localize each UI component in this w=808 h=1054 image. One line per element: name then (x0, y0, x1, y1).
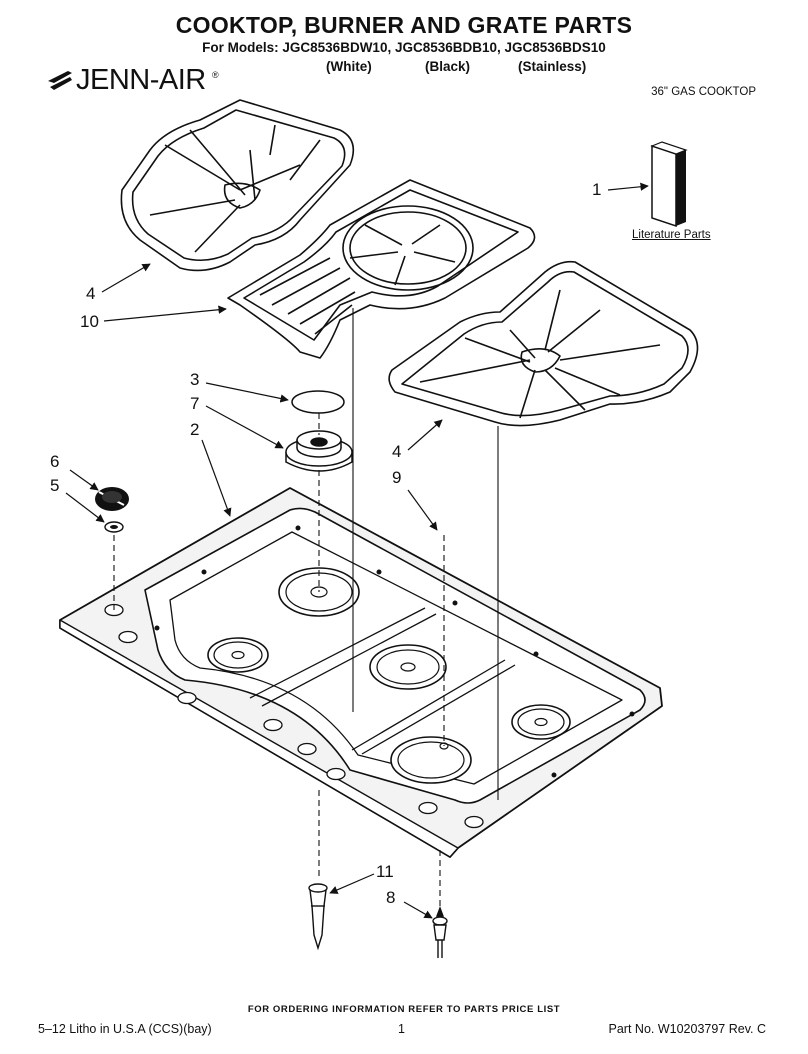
litho-info: 5–12 Litho in U.S.A (CCS)(bay) (38, 1022, 212, 1036)
brand-name: JENN-AIR (76, 64, 206, 96)
variant-white: (White) (326, 59, 372, 74)
page-title: COOKTOP, BURNER AND GRATE PARTS (175, 12, 633, 38)
callout-4-right-grate: 4 (392, 442, 402, 461)
orifice-spud (308, 883, 328, 951)
callout-6: 6 (50, 452, 60, 471)
page-number: 1 (398, 1022, 405, 1036)
callout-8: 8 (386, 888, 396, 907)
callout-5: 5 (50, 476, 60, 495)
spark-igniter (432, 906, 448, 958)
callout-1: 1 (592, 180, 602, 199)
control-knob (95, 487, 129, 511)
callout-3: 3 (190, 370, 200, 389)
callout-10: 10 (80, 312, 99, 331)
callout-4-left-grate: 4 (86, 284, 96, 303)
brand-swoosh-icon (48, 71, 72, 90)
callout-7: 7 (190, 394, 200, 413)
center-grate (227, 179, 536, 359)
cooktop-type: 36" GAS COOKTOP (651, 86, 756, 98)
left-grate (120, 99, 355, 272)
callout-9: 9 (392, 468, 402, 487)
part-number: Part No. W10203797 Rev. C (608, 1022, 766, 1036)
registered-mark: ® (212, 70, 219, 80)
literature-parts-label: Literature Parts (632, 229, 711, 241)
burner-cap (291, 390, 345, 414)
callout-arrows (65, 182, 649, 919)
variant-black: (Black) (425, 59, 471, 74)
variant-stainless: (Stainless) (518, 59, 587, 74)
ordering-info: FOR ORDERING INFORMATION REFER TO PARTS … (247, 1004, 561, 1015)
literature-parts-booklet (650, 141, 688, 228)
burner-base (285, 430, 353, 472)
knob-bezel (104, 521, 124, 533)
callout-2: 2 (190, 420, 200, 439)
right-grate (388, 260, 699, 427)
model-numbers: For Models: JGC8536BDW10, JGC8536BDB10, … (202, 40, 606, 55)
cooktop-main-top (59, 487, 663, 858)
jenn-air-logo: JENN-AIR ® (46, 64, 226, 98)
alignment-lines (113, 308, 499, 912)
callout-11: 11 (376, 862, 394, 881)
